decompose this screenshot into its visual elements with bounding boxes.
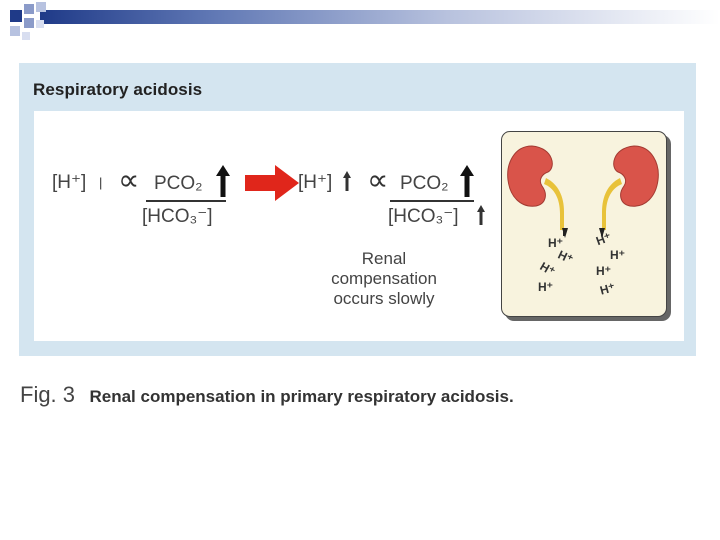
h-ion-label: H⁺ <box>596 264 611 278</box>
fraction-line-left <box>146 200 226 202</box>
decor-square <box>10 10 22 22</box>
decor-square <box>24 4 34 14</box>
renal-note-line: compensation <box>331 269 437 288</box>
decor-square <box>36 2 46 12</box>
renal-note-line: occurs slowly <box>333 289 435 308</box>
panel-title: Respiratory acidosis <box>33 80 203 99</box>
up-arrow-icon <box>477 205 485 225</box>
pco2-left: PCO₂ <box>154 173 203 194</box>
hco3-right: [HCO₃⁻] <box>388 206 459 227</box>
h-ion-label: H⁺ <box>538 280 553 294</box>
h-ion-label: H⁺ <box>548 236 563 250</box>
kidneys-icon <box>507 145 659 238</box>
renal-compensation-note: Renal compensation occurs slowly <box>309 249 459 309</box>
h-ion-right: [H⁺] <box>298 172 333 193</box>
figure-caption: Fig. 3 Renal compensation in primary res… <box>20 382 514 408</box>
slide-decoration <box>0 0 720 60</box>
right-arrow-icon <box>245 165 299 201</box>
proportional-symbol-left: ∝ <box>118 164 140 197</box>
decor-square <box>10 26 20 36</box>
hco3-left: [HCO₃⁻] <box>142 206 213 227</box>
renal-note-line: Renal <box>361 249 407 268</box>
kidney-illustration: H⁺ H⁺ H⁺ H⁺ H⁺ H⁺ H⁺ H⁺ <box>501 131 667 317</box>
h-ion-left: [H⁺] <box>52 172 87 193</box>
header-gradient-bar <box>40 10 720 24</box>
h-ion-label: H⁺ <box>610 248 625 262</box>
up-arrow-icon <box>343 171 351 191</box>
decor-square <box>36 20 44 28</box>
caption-text: Renal compensation in primary respirator… <box>89 387 514 406</box>
up-arrow-icon <box>460 165 474 197</box>
h-marker-left: | <box>99 175 103 190</box>
fraction-line-right <box>390 200 474 202</box>
decor-square <box>24 18 34 28</box>
proportional-symbol-right: ∝ <box>367 164 389 197</box>
up-arrow-icon <box>216 165 230 197</box>
figure-label: Fig. 3 <box>20 382 76 407</box>
figure-panel: Respiratory acidosis [H⁺] | ∝ PCO₂ [HCO₃… <box>19 63 696 356</box>
decor-square <box>22 32 30 40</box>
pco2-right: PCO₂ <box>400 173 449 194</box>
